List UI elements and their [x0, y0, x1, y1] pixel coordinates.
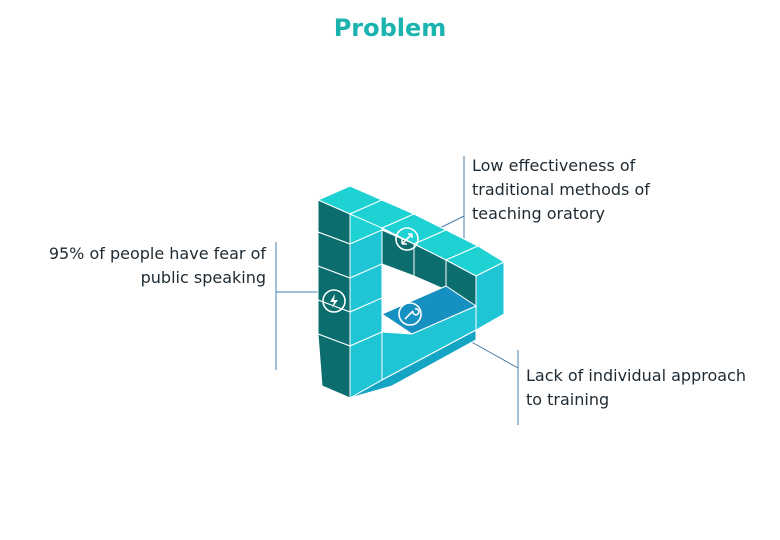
lightning-icon [322, 289, 346, 313]
callout-fear-line-1: 95% of people have fear of [48, 244, 266, 263]
bottom-arm [349, 285, 478, 399]
callout-methods-line-1: Low effectiveness of [472, 156, 636, 175]
callout-fear: 95% of people have fear of public speaki… [40, 242, 266, 290]
cube-face-front [349, 329, 477, 399]
callout-approach: Lack of individual approach to training [526, 364, 766, 412]
callout-approach-line-1: Lack of individual approach [526, 366, 746, 385]
callout-methods-line-3: teaching oratory [472, 204, 605, 223]
rocket-icon [395, 227, 419, 251]
callout-approach-line-2: to training [526, 390, 610, 409]
callout-fear-line-2: public speaking [140, 268, 266, 287]
top-arm [348, 199, 506, 331]
cube-face-front [381, 305, 477, 381]
callout-methods-line-2: traditional methods of [472, 180, 650, 199]
callout-methods: Low effectiveness of traditional methods… [472, 154, 702, 226]
wrench-icon [398, 302, 422, 326]
page-title: Problem [333, 14, 447, 42]
